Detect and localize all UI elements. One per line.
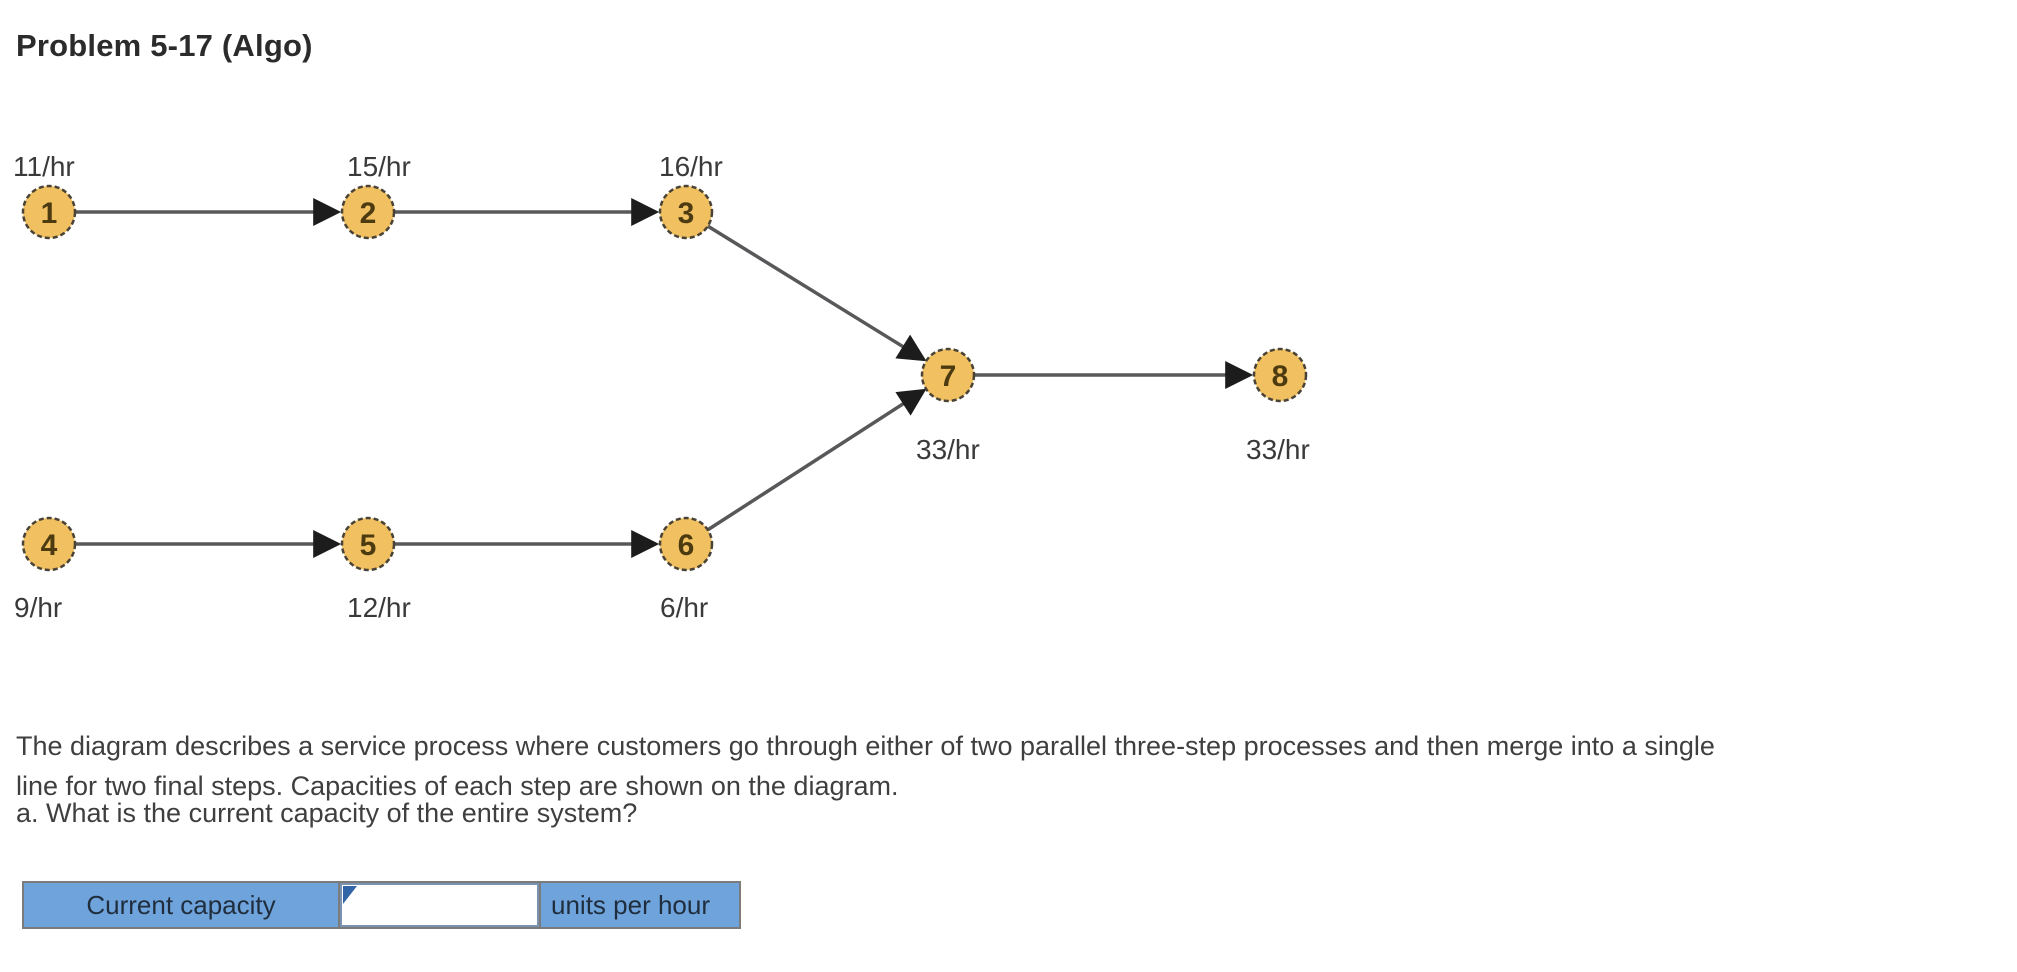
current-capacity-input[interactable]: [340, 883, 539, 927]
node-7-circle: [920, 347, 976, 403]
page-title: Problem 5-17 (Algo): [16, 28, 313, 63]
node-4-capacity-label: 9/hr: [14, 592, 62, 623]
node-8-number: 8: [1272, 360, 1289, 393]
node-8-circle: [1252, 347, 1308, 403]
answer-unit-label: units per hour: [541, 881, 741, 929]
node-7-capacity-label: 33/hr: [916, 434, 980, 465]
node-5-circle: [340, 516, 396, 572]
node-6-circle: [658, 516, 714, 572]
node-8-capacity-label: 33/hr: [1246, 434, 1310, 465]
node-7-number: 7: [940, 360, 957, 393]
node-2-circle: [340, 184, 396, 240]
node-3-circle: [658, 184, 714, 240]
answer-row-label: Current capacity: [22, 881, 340, 929]
node-4-circle: [21, 516, 77, 572]
edge-3-7: [705, 223, 927, 362]
node-6-number: 6: [678, 529, 695, 562]
node-5-number: 5: [360, 529, 377, 562]
process-flow-svg: 1 2 3 4 5 6 7 8 11/hr 15/hr 16/hr 9/hr 1…: [13, 151, 1310, 623]
node-1-circle: [21, 184, 77, 240]
answer-table: Current capacity units per hour: [22, 881, 741, 929]
problem-description: The diagram describes a service process …: [16, 731, 1715, 801]
question-a: a. What is the current capacity of the e…: [16, 798, 638, 828]
answer-input-cell: [340, 881, 541, 929]
node-5-capacity-label: 12/hr: [347, 592, 411, 623]
node-6-capacity-label: 6/hr: [660, 592, 708, 623]
node-3-number: 3: [678, 197, 695, 230]
node-3-capacity-label: 16/hr: [659, 151, 723, 182]
process-diagram: 1 2 3 4 5 6 7 8 11/hr 15/hr 16/hr 9/hr 1…: [0, 130, 1400, 645]
edge-6-7: [705, 388, 927, 533]
node-2-number: 2: [360, 197, 377, 230]
node-1-number: 1: [41, 197, 58, 230]
node-2-capacity-label: 15/hr: [347, 151, 411, 182]
node-1-capacity-label: 11/hr: [13, 151, 75, 182]
node-4-number: 4: [41, 529, 58, 562]
